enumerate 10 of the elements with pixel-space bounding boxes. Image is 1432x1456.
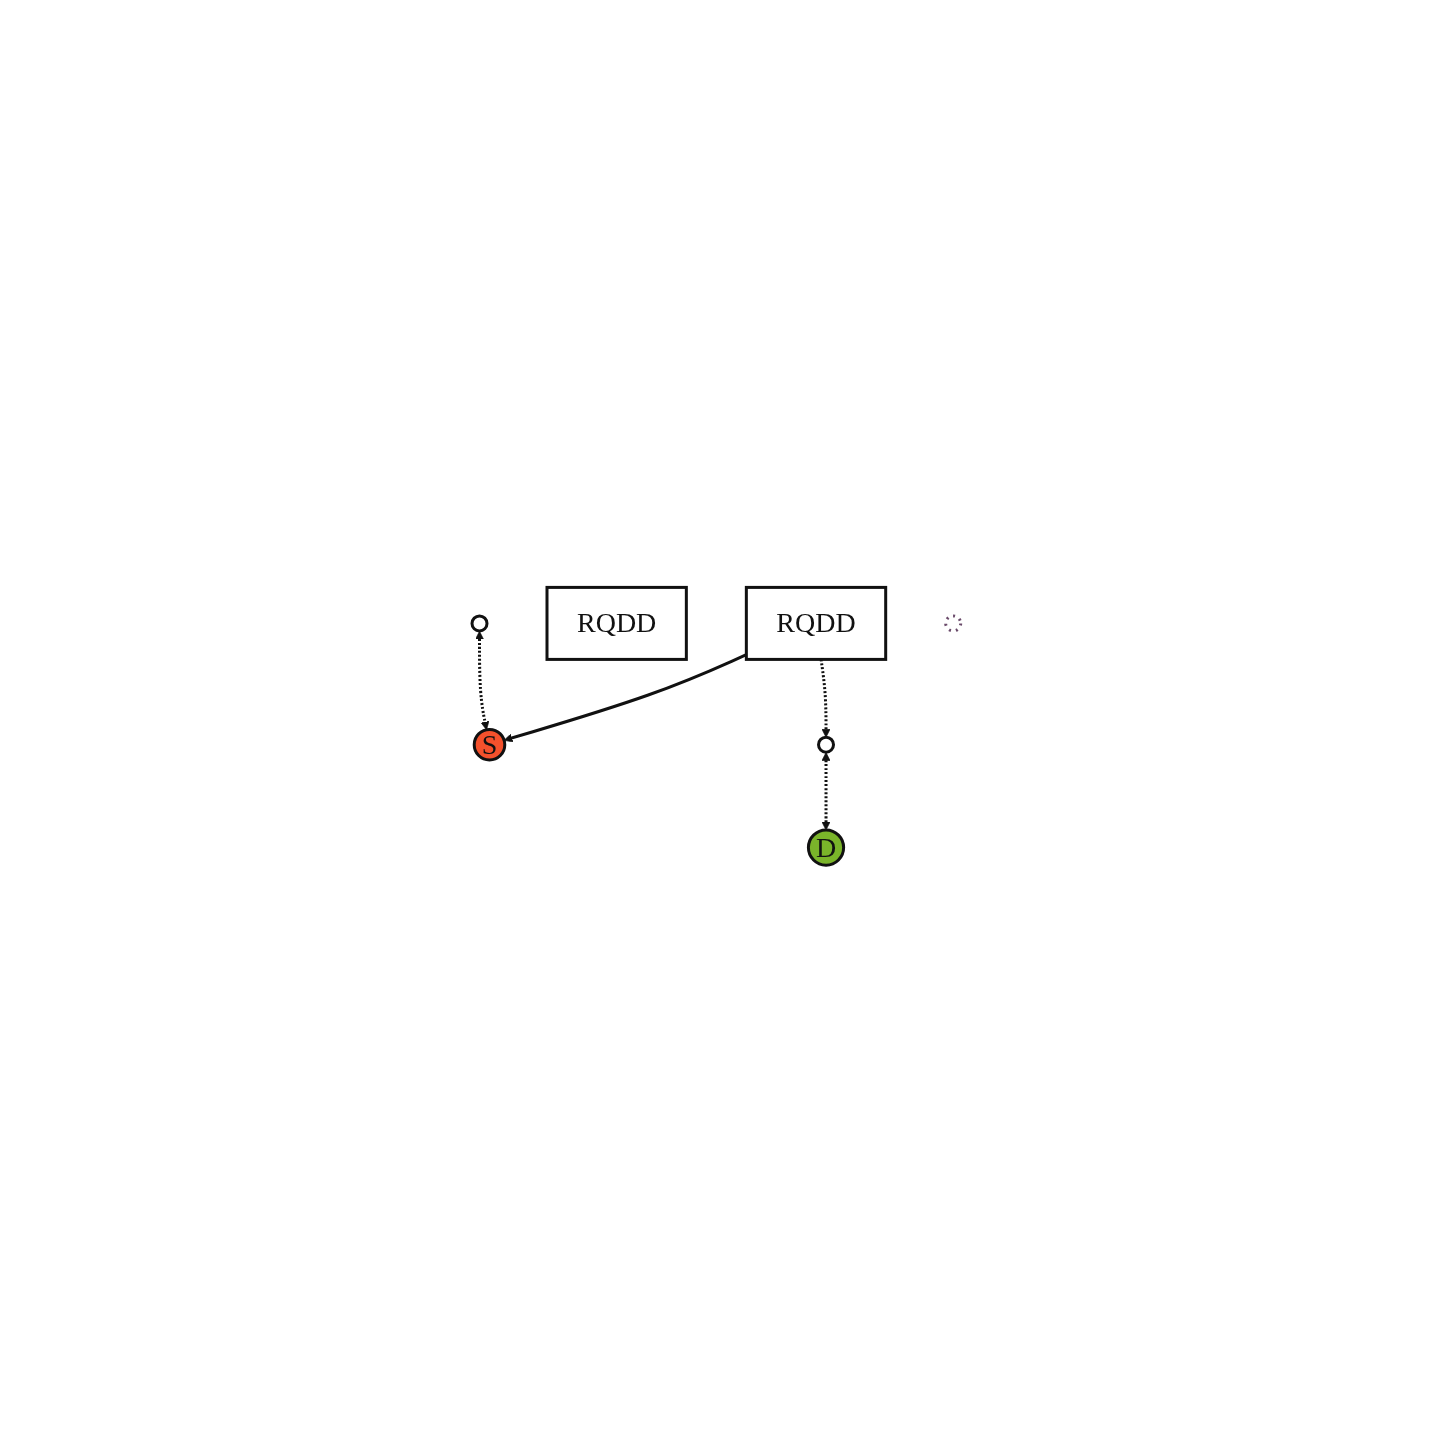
node-circle: D [806,828,845,867]
arrow [503,653,747,743]
arrow [474,630,489,731]
node-circle [943,614,962,633]
node-box: RQDD [744,585,887,661]
node-circle: S [472,727,506,762]
node-box: RQDD [545,585,688,661]
arrow [821,752,831,831]
node-circle [470,614,489,633]
node-circle [816,735,835,754]
